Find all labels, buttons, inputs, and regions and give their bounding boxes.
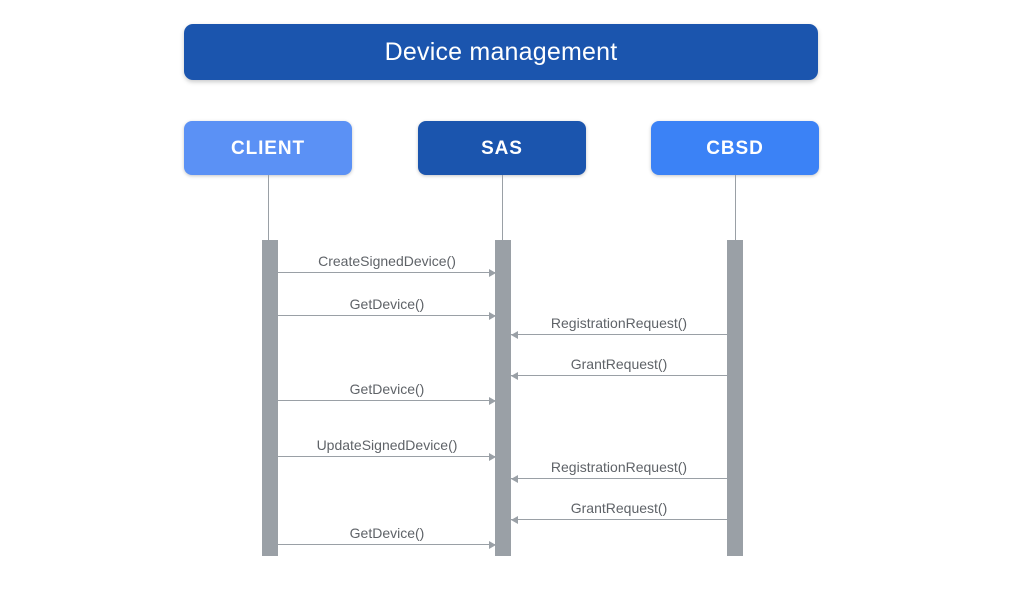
- participant-label: CLIENT: [230, 137, 305, 159]
- page-title: Device management: [384, 37, 618, 66]
- diagram-title-banner: Device management: [184, 24, 818, 80]
- lifeline-sas: [502, 175, 503, 240]
- lifeline-cbsd: [735, 175, 736, 240]
- participant-sas[interactable]: SAS: [418, 121, 586, 175]
- message-label: GrantRequest(): [570, 500, 668, 516]
- arrowhead-icon: [489, 396, 496, 405]
- message-label: GetDevice(): [349, 525, 425, 541]
- message-arrow-client-to-sas: GetDevice(): [278, 297, 496, 320]
- arrowhead-icon: [489, 311, 496, 320]
- message-label: UpdateSignedDevice(): [316, 437, 458, 453]
- arrowhead-icon: [511, 371, 518, 380]
- message-arrow-cbsd-to-sas: RegistrationRequest(): [511, 316, 727, 339]
- participant-label: SAS: [481, 137, 523, 159]
- participant-client[interactable]: CLIENT: [184, 121, 352, 175]
- message-label: CreateSignedDevice(): [318, 253, 456, 269]
- message-arrow-client-to-sas: GetDevice(): [278, 382, 496, 405]
- message-label: GetDevice(): [349, 296, 425, 312]
- participant-label: CBSD: [706, 137, 764, 159]
- message-arrow-cbsd-to-sas: GrantRequest(): [511, 357, 727, 380]
- activation-bar-cbsd: [727, 240, 743, 556]
- message-arrow-client-to-sas: GetDevice(): [278, 526, 496, 549]
- arrowhead-icon: [511, 474, 518, 483]
- arrowhead-icon: [511, 515, 518, 524]
- message-label: GetDevice(): [349, 381, 425, 397]
- participant-cbsd[interactable]: CBSD: [651, 121, 819, 175]
- arrowhead-icon: [511, 330, 518, 339]
- activation-bar-client: [262, 240, 278, 556]
- message-arrow-cbsd-to-sas: GrantRequest(): [511, 501, 727, 524]
- arrowhead-icon: [489, 452, 496, 461]
- message-arrow-client-to-sas: UpdateSignedDevice(): [278, 438, 496, 461]
- arrowhead-icon: [489, 268, 496, 277]
- lifeline-client: [268, 175, 269, 240]
- activation-bar-sas: [495, 240, 511, 556]
- message-label: RegistrationRequest(): [550, 315, 688, 331]
- message-arrow-client-to-sas: CreateSignedDevice(): [278, 254, 496, 277]
- message-arrow-cbsd-to-sas: RegistrationRequest(): [511, 460, 727, 483]
- message-label: RegistrationRequest(): [550, 459, 688, 475]
- arrowhead-icon: [489, 540, 496, 549]
- message-label: GrantRequest(): [570, 356, 668, 372]
